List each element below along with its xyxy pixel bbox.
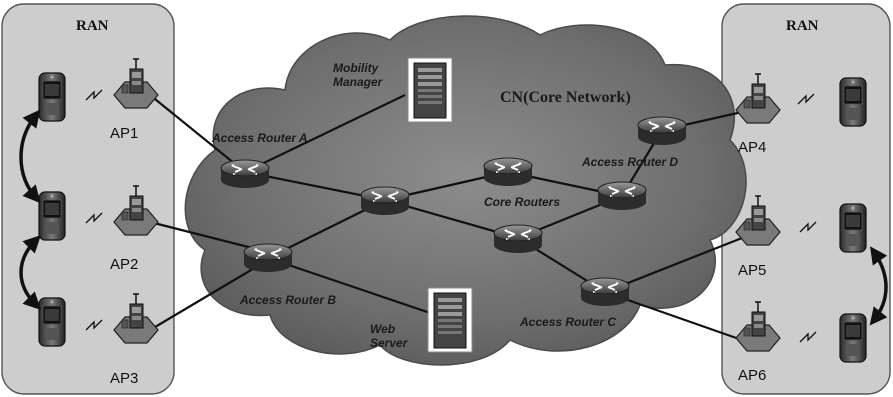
handoff-arrow-left-top	[19, 109, 41, 204]
ran-left-title: RAN	[76, 18, 109, 34]
core-network-title: CN(Core Network)	[500, 89, 631, 106]
access-router-a-label: Access Router A	[211, 131, 308, 145]
mobility-manager-label-2: Manager	[333, 75, 384, 89]
ap6-label: AP6	[738, 367, 766, 384]
access-router-b-label: Access Router B	[239, 293, 336, 307]
router-core2-icon	[493, 224, 543, 254]
router-mid-icon	[360, 186, 410, 216]
phone-right-1-icon	[839, 77, 867, 127]
phone-left-3-icon	[38, 297, 66, 347]
handoff-arrow-left-bottom	[19, 235, 41, 310]
phone-right-3-icon	[839, 313, 867, 363]
router-a-icon	[220, 159, 270, 189]
mobility-manager-server-icon	[407, 57, 453, 123]
web-server-label-1: Web	[370, 322, 395, 336]
ap5-label: AP5	[738, 262, 766, 279]
router-d-icon	[597, 181, 647, 211]
ap2-label: AP2	[110, 256, 138, 273]
handoff-arrow-right	[869, 246, 888, 326]
ap1-label: AP1	[110, 125, 138, 142]
web-server-icon	[427, 287, 473, 353]
router-d-edge-icon	[637, 116, 687, 146]
access-router-c-label: Access Router C	[519, 315, 616, 329]
phone-left-1-icon	[38, 72, 66, 122]
router-b-icon	[243, 243, 293, 273]
web-server-label-2: Server	[370, 336, 409, 350]
access-router-d-label: Access Router D	[581, 155, 678, 169]
ap4-label: AP4	[738, 139, 766, 156]
core-routers-label: Core Routers	[484, 195, 560, 209]
ap3-label: AP3	[110, 370, 138, 387]
phone-right-2-icon	[839, 203, 867, 253]
router-core1-icon	[483, 157, 533, 187]
phone-left-2-icon	[38, 191, 66, 241]
router-c-icon	[580, 277, 630, 307]
mobility-manager-label-1: Mobility	[333, 61, 380, 75]
ran-right-title: RAN	[786, 18, 819, 34]
